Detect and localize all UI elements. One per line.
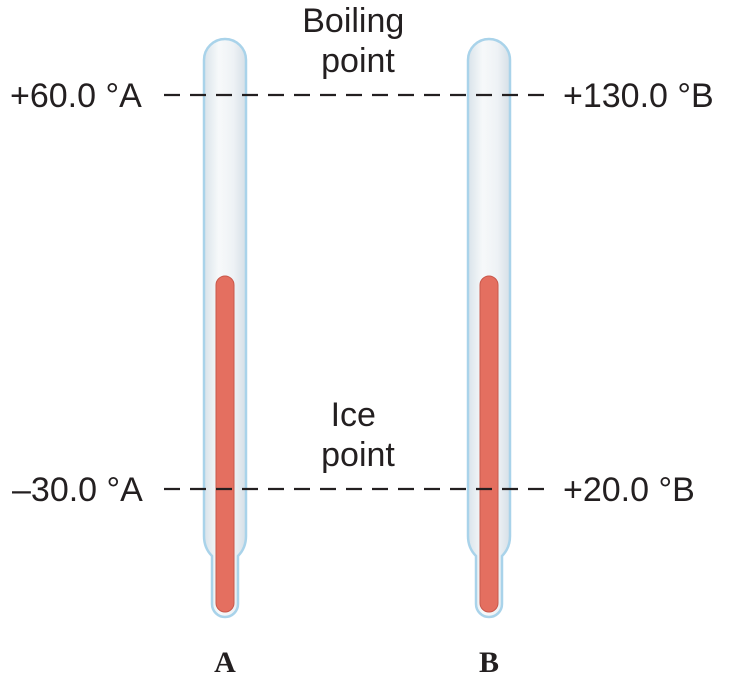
thermometer-b-label: B (479, 646, 499, 679)
boiling-point-label: Boiling point (302, 2, 414, 80)
ice-point-label-line1: Ice (331, 396, 376, 434)
boiling-reading-a: +60.0 °A (10, 77, 142, 115)
boiling-point-label-line2: point (321, 42, 395, 80)
thermometer-b-liquid (479, 275, 499, 613)
thermometer-b (466, 37, 512, 619)
thermometer-a-label: A (214, 646, 236, 679)
boiling-reading-b: +130.0 °B (563, 77, 714, 115)
boiling-point-label-line1: Boiling (302, 2, 404, 40)
thermometer-a-liquid (215, 275, 235, 613)
ice-reading-a: –30.0 °A (12, 471, 143, 509)
ice-point-label-line2: point (321, 436, 395, 474)
ice-point-label: Ice point (321, 396, 395, 474)
ice-reading-b: +20.0 °B (563, 471, 695, 509)
thermometer-a (202, 37, 248, 619)
